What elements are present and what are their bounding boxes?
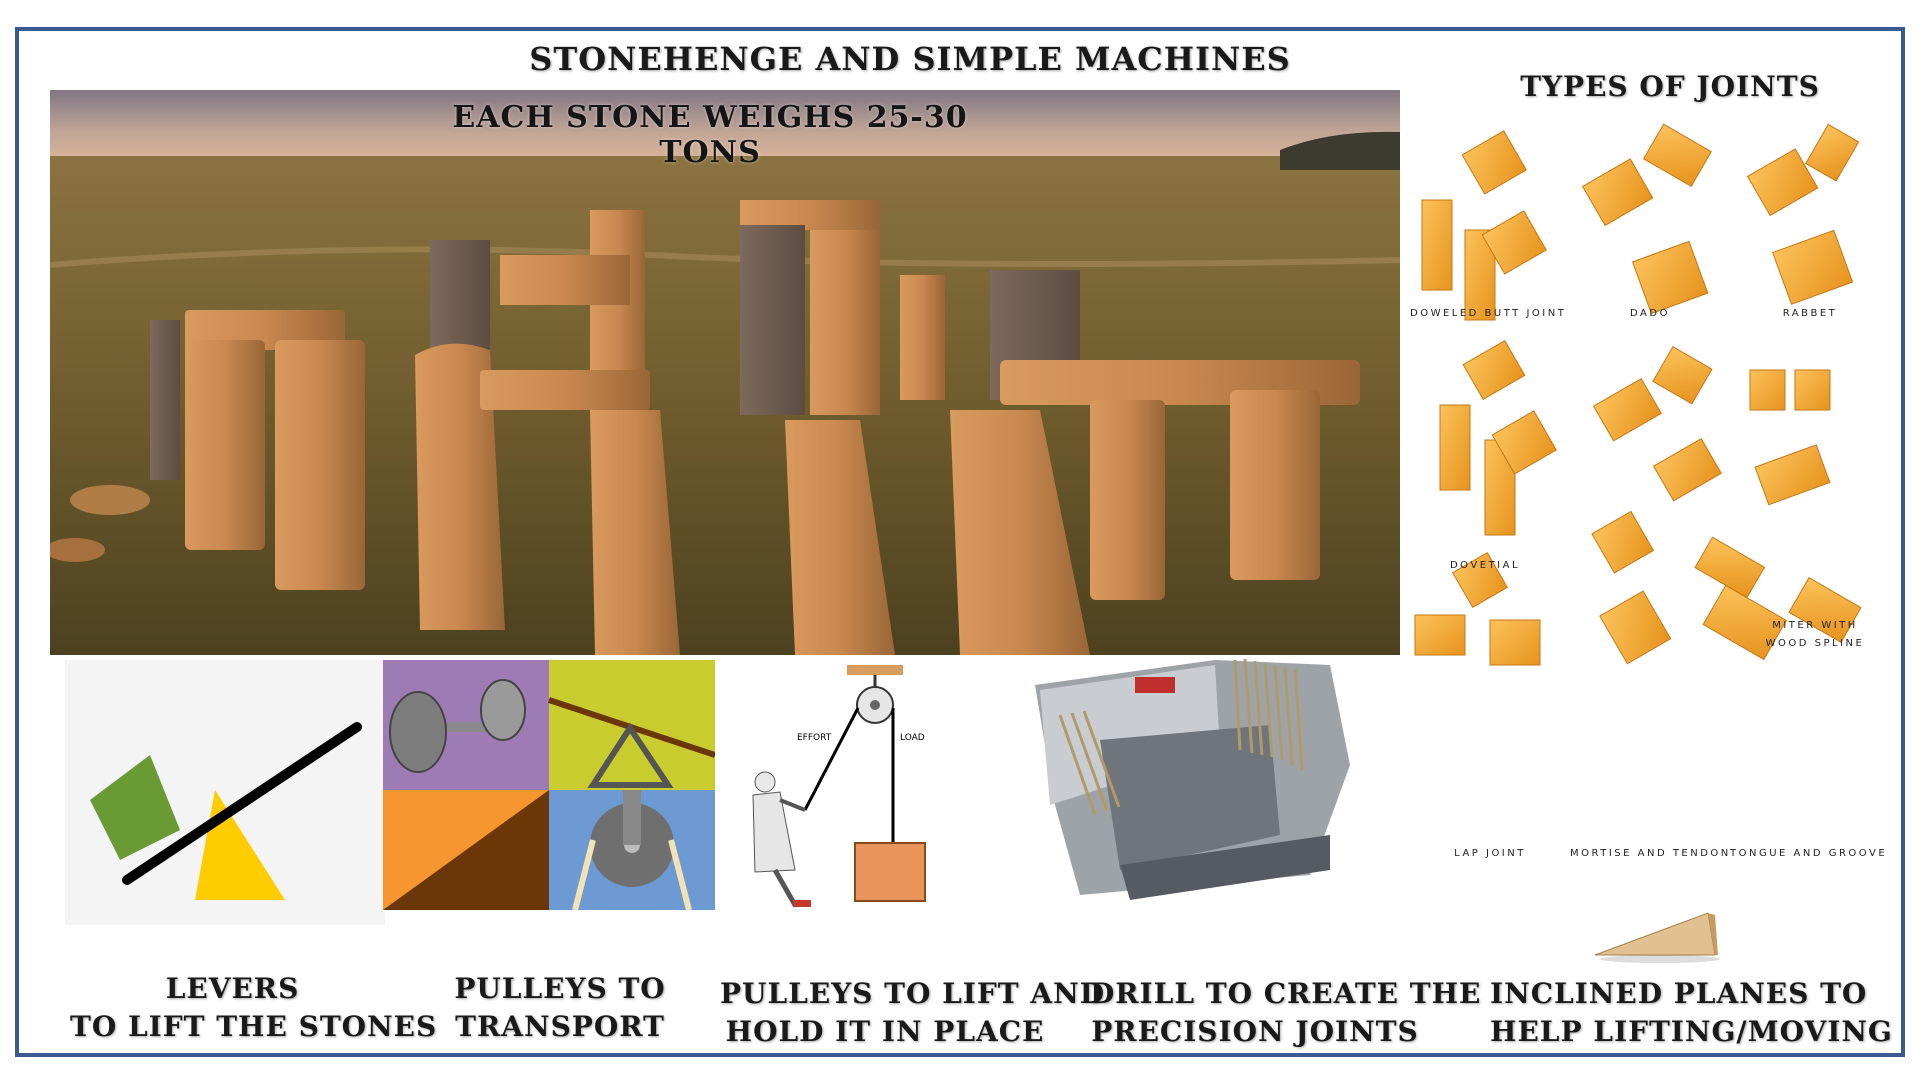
joint-label-dado: DADO bbox=[1630, 308, 1670, 319]
page-title: STONEHENGE AND SIMPLE MACHINES bbox=[529, 40, 1291, 78]
joint-label-mortise: MORTISE AND TENDON bbox=[1570, 848, 1731, 859]
pulley-diagram: EFFORT LOAD bbox=[735, 660, 955, 925]
caption-transport: PULLEYS TO TRANSPORT bbox=[410, 970, 710, 1046]
joint-label-miter-line1: MITER WITH bbox=[1772, 620, 1858, 631]
joint-label-doweled-butt: DOWELED BUTT JOINT bbox=[1410, 308, 1567, 319]
machines-quad-panel bbox=[383, 660, 715, 910]
drill-set-illustration bbox=[1035, 658, 1350, 900]
caption-transport-line1: PULLEYS TO bbox=[454, 972, 666, 1005]
worker-figure bbox=[752, 771, 811, 907]
caption-lift-line1: PULLEYS TO LIFT AND bbox=[720, 977, 1105, 1010]
joints-title: TYPES OF JOINTS bbox=[1520, 70, 1820, 103]
inclined-plane-illustration bbox=[1594, 912, 1720, 963]
pulley-diagram-illustration: EFFORT LOAD bbox=[752, 665, 926, 907]
caption-drill-line1: DRILL TO CREATE THE bbox=[1090, 977, 1482, 1010]
stonehenge-illustration bbox=[50, 90, 1400, 655]
lever-panel bbox=[65, 660, 385, 925]
effort-label: EFFORT bbox=[797, 733, 832, 743]
machines-illustration bbox=[383, 660, 715, 910]
drill-set-panel bbox=[1030, 655, 1360, 905]
lever-bar bbox=[122, 722, 362, 885]
stonehenge-photo: EACH STONE WEIGHS 25-30 TONS bbox=[50, 90, 1400, 655]
caption-incline-line1: INCLINED PLANES TO bbox=[1490, 977, 1868, 1010]
page-frame bbox=[15, 27, 1905, 1057]
caption-levers: LEVERS TO LIFT THE STONES bbox=[70, 970, 438, 1046]
caption-drill-line2: PRECISION JOINTS bbox=[1091, 1015, 1419, 1048]
joint-label-tongue: TONGUE AND GROOVE bbox=[1730, 848, 1888, 859]
joint-label-rabbet: RABBET bbox=[1782, 308, 1838, 319]
lever-illustration bbox=[90, 722, 362, 900]
joint-label-miter-line2: WOOD SPLINE bbox=[1765, 638, 1865, 649]
lever-load-block bbox=[90, 755, 180, 860]
caption-drill: DRILL TO CREATE THE PRECISION JOINTS bbox=[1090, 975, 1482, 1051]
pulley-mount bbox=[847, 665, 903, 675]
caption-levers-line2: TO LIFT THE STONES bbox=[70, 1010, 438, 1043]
stone-weight-caption: EACH STONE WEIGHS 25-30 TONS bbox=[452, 100, 968, 170]
joints-illustration bbox=[1414, 123, 1862, 666]
caption-incline: INCLINED PLANES TO HELP LIFTING/MOVING bbox=[1490, 975, 1893, 1051]
joints-panel: DOWELED BUTT JOINT DADO RABBET DOVETIAL … bbox=[1410, 120, 1890, 880]
caption-lift-line2: HOLD IT IN PLACE bbox=[725, 1015, 1045, 1048]
joint-label-dovetail: DOVETIAL bbox=[1449, 560, 1521, 571]
load-crate bbox=[854, 842, 926, 902]
load-label: LOAD bbox=[900, 733, 925, 743]
caption-transport-line2: TRANSPORT bbox=[455, 1010, 665, 1043]
caption-lift: PULLEYS TO LIFT AND HOLD IT IN PLACE bbox=[720, 975, 1105, 1051]
wedge-panel bbox=[1590, 905, 1720, 965]
caption-levers-line1: LEVERS bbox=[165, 972, 300, 1005]
caption-incline-line2: HELP LIFTING/MOVING bbox=[1490, 1015, 1893, 1048]
joint-label-lap: LAP JOINT bbox=[1454, 848, 1526, 859]
